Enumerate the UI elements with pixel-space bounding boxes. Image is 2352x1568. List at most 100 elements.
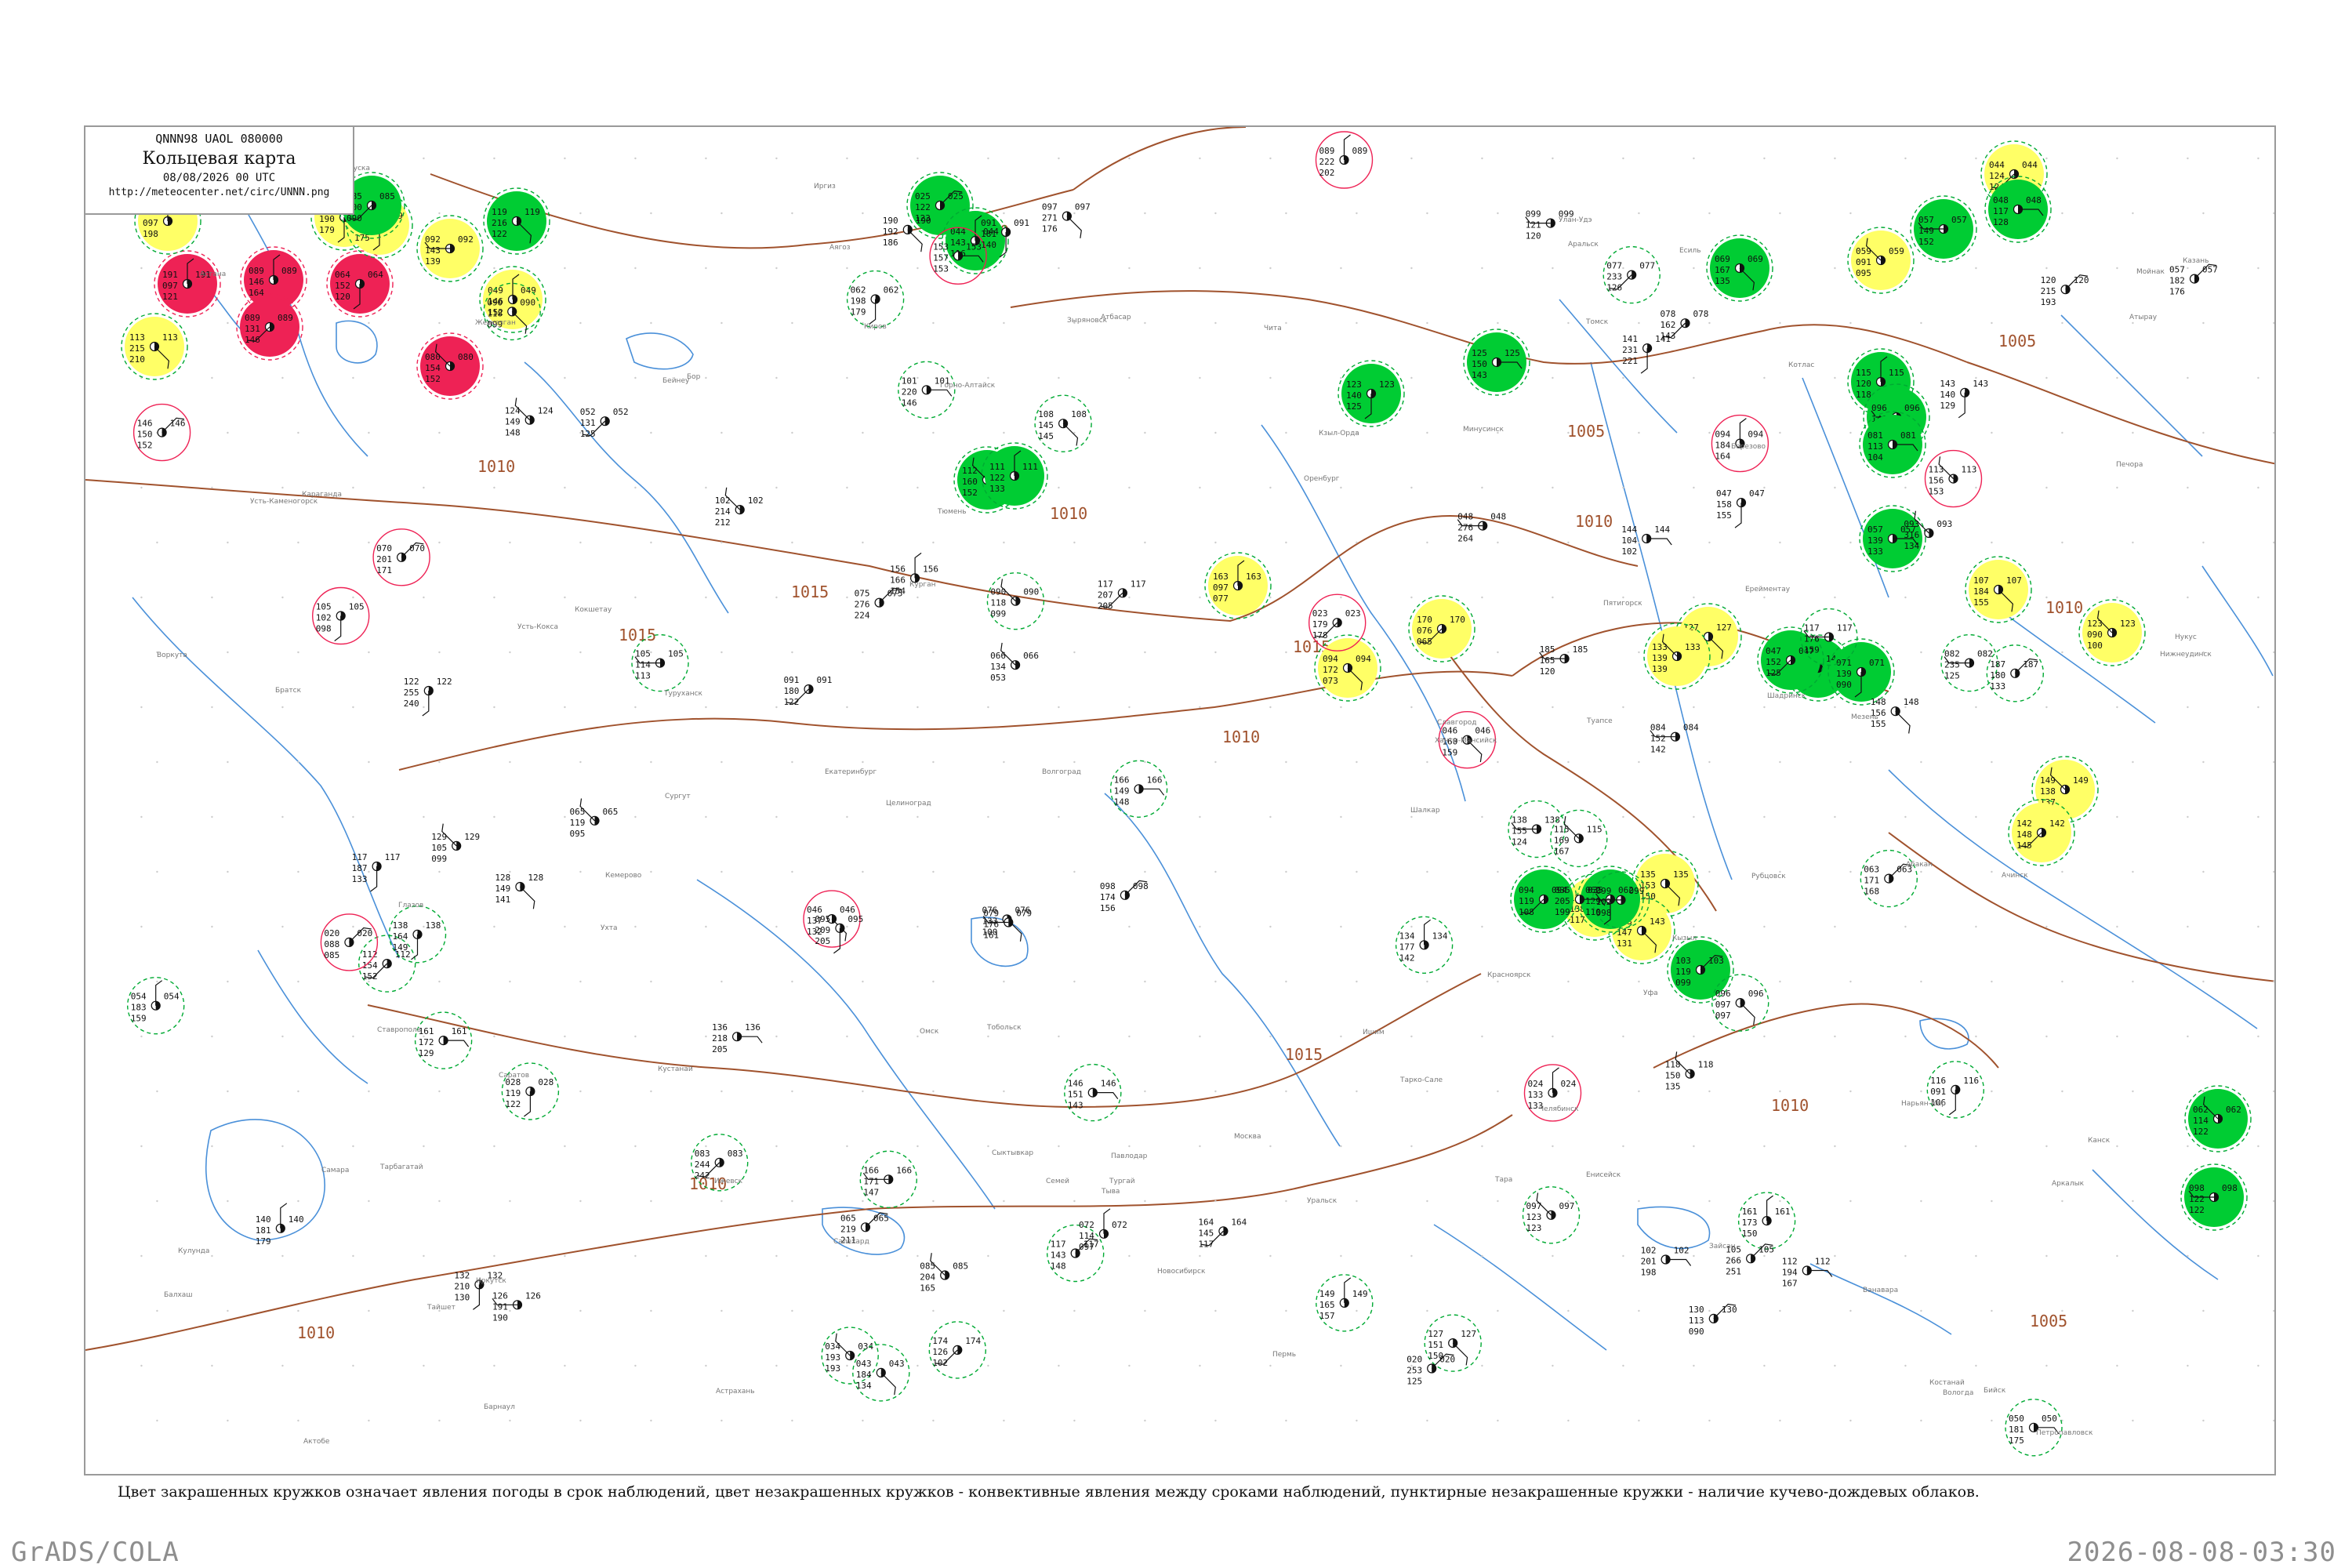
station-green[interactable]: 044143116044	[942, 207, 1009, 274]
map-url[interactable]: http://meteocenter.net/circ/UNNN.png	[108, 187, 330, 198]
